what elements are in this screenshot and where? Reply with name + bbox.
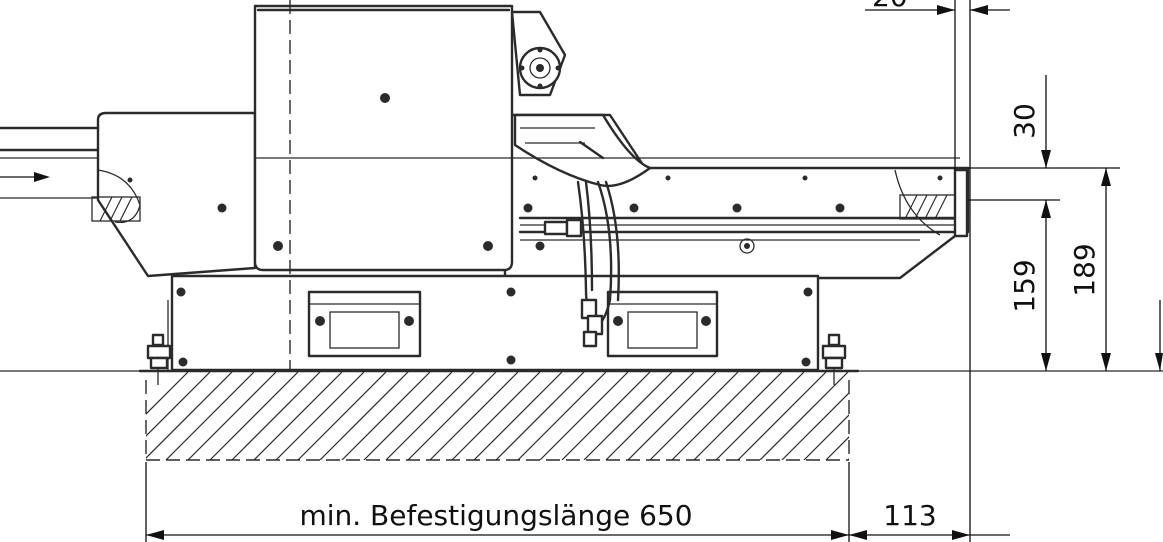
flow-arrow bbox=[0, 172, 50, 182]
dimension-lines bbox=[145, 0, 1163, 542]
handle-right bbox=[606, 290, 719, 358]
anchor-bolt-left bbox=[146, 333, 172, 385]
foundation-hatch bbox=[138, 369, 860, 461]
dim-30: 30 bbox=[1008, 103, 1041, 139]
dim-top-partial: 20 bbox=[872, 0, 908, 13]
dim-min-length: min. Befestigungslänge 650 bbox=[299, 499, 692, 532]
handle-left bbox=[307, 290, 422, 358]
central-housing bbox=[253, 0, 960, 370]
pivot-bracket bbox=[510, 10, 567, 97]
anchor-bolt-right bbox=[821, 333, 847, 385]
dim-159: 159 bbox=[1008, 259, 1041, 312]
left-housing bbox=[91, 111, 257, 278]
dim-189: 189 bbox=[1068, 243, 1101, 296]
cables bbox=[576, 180, 620, 348]
dim-113: 113 bbox=[883, 499, 936, 532]
bolt-icon bbox=[217, 203, 227, 213]
lower-body bbox=[167, 274, 820, 372]
right-housing bbox=[503, 113, 970, 280]
